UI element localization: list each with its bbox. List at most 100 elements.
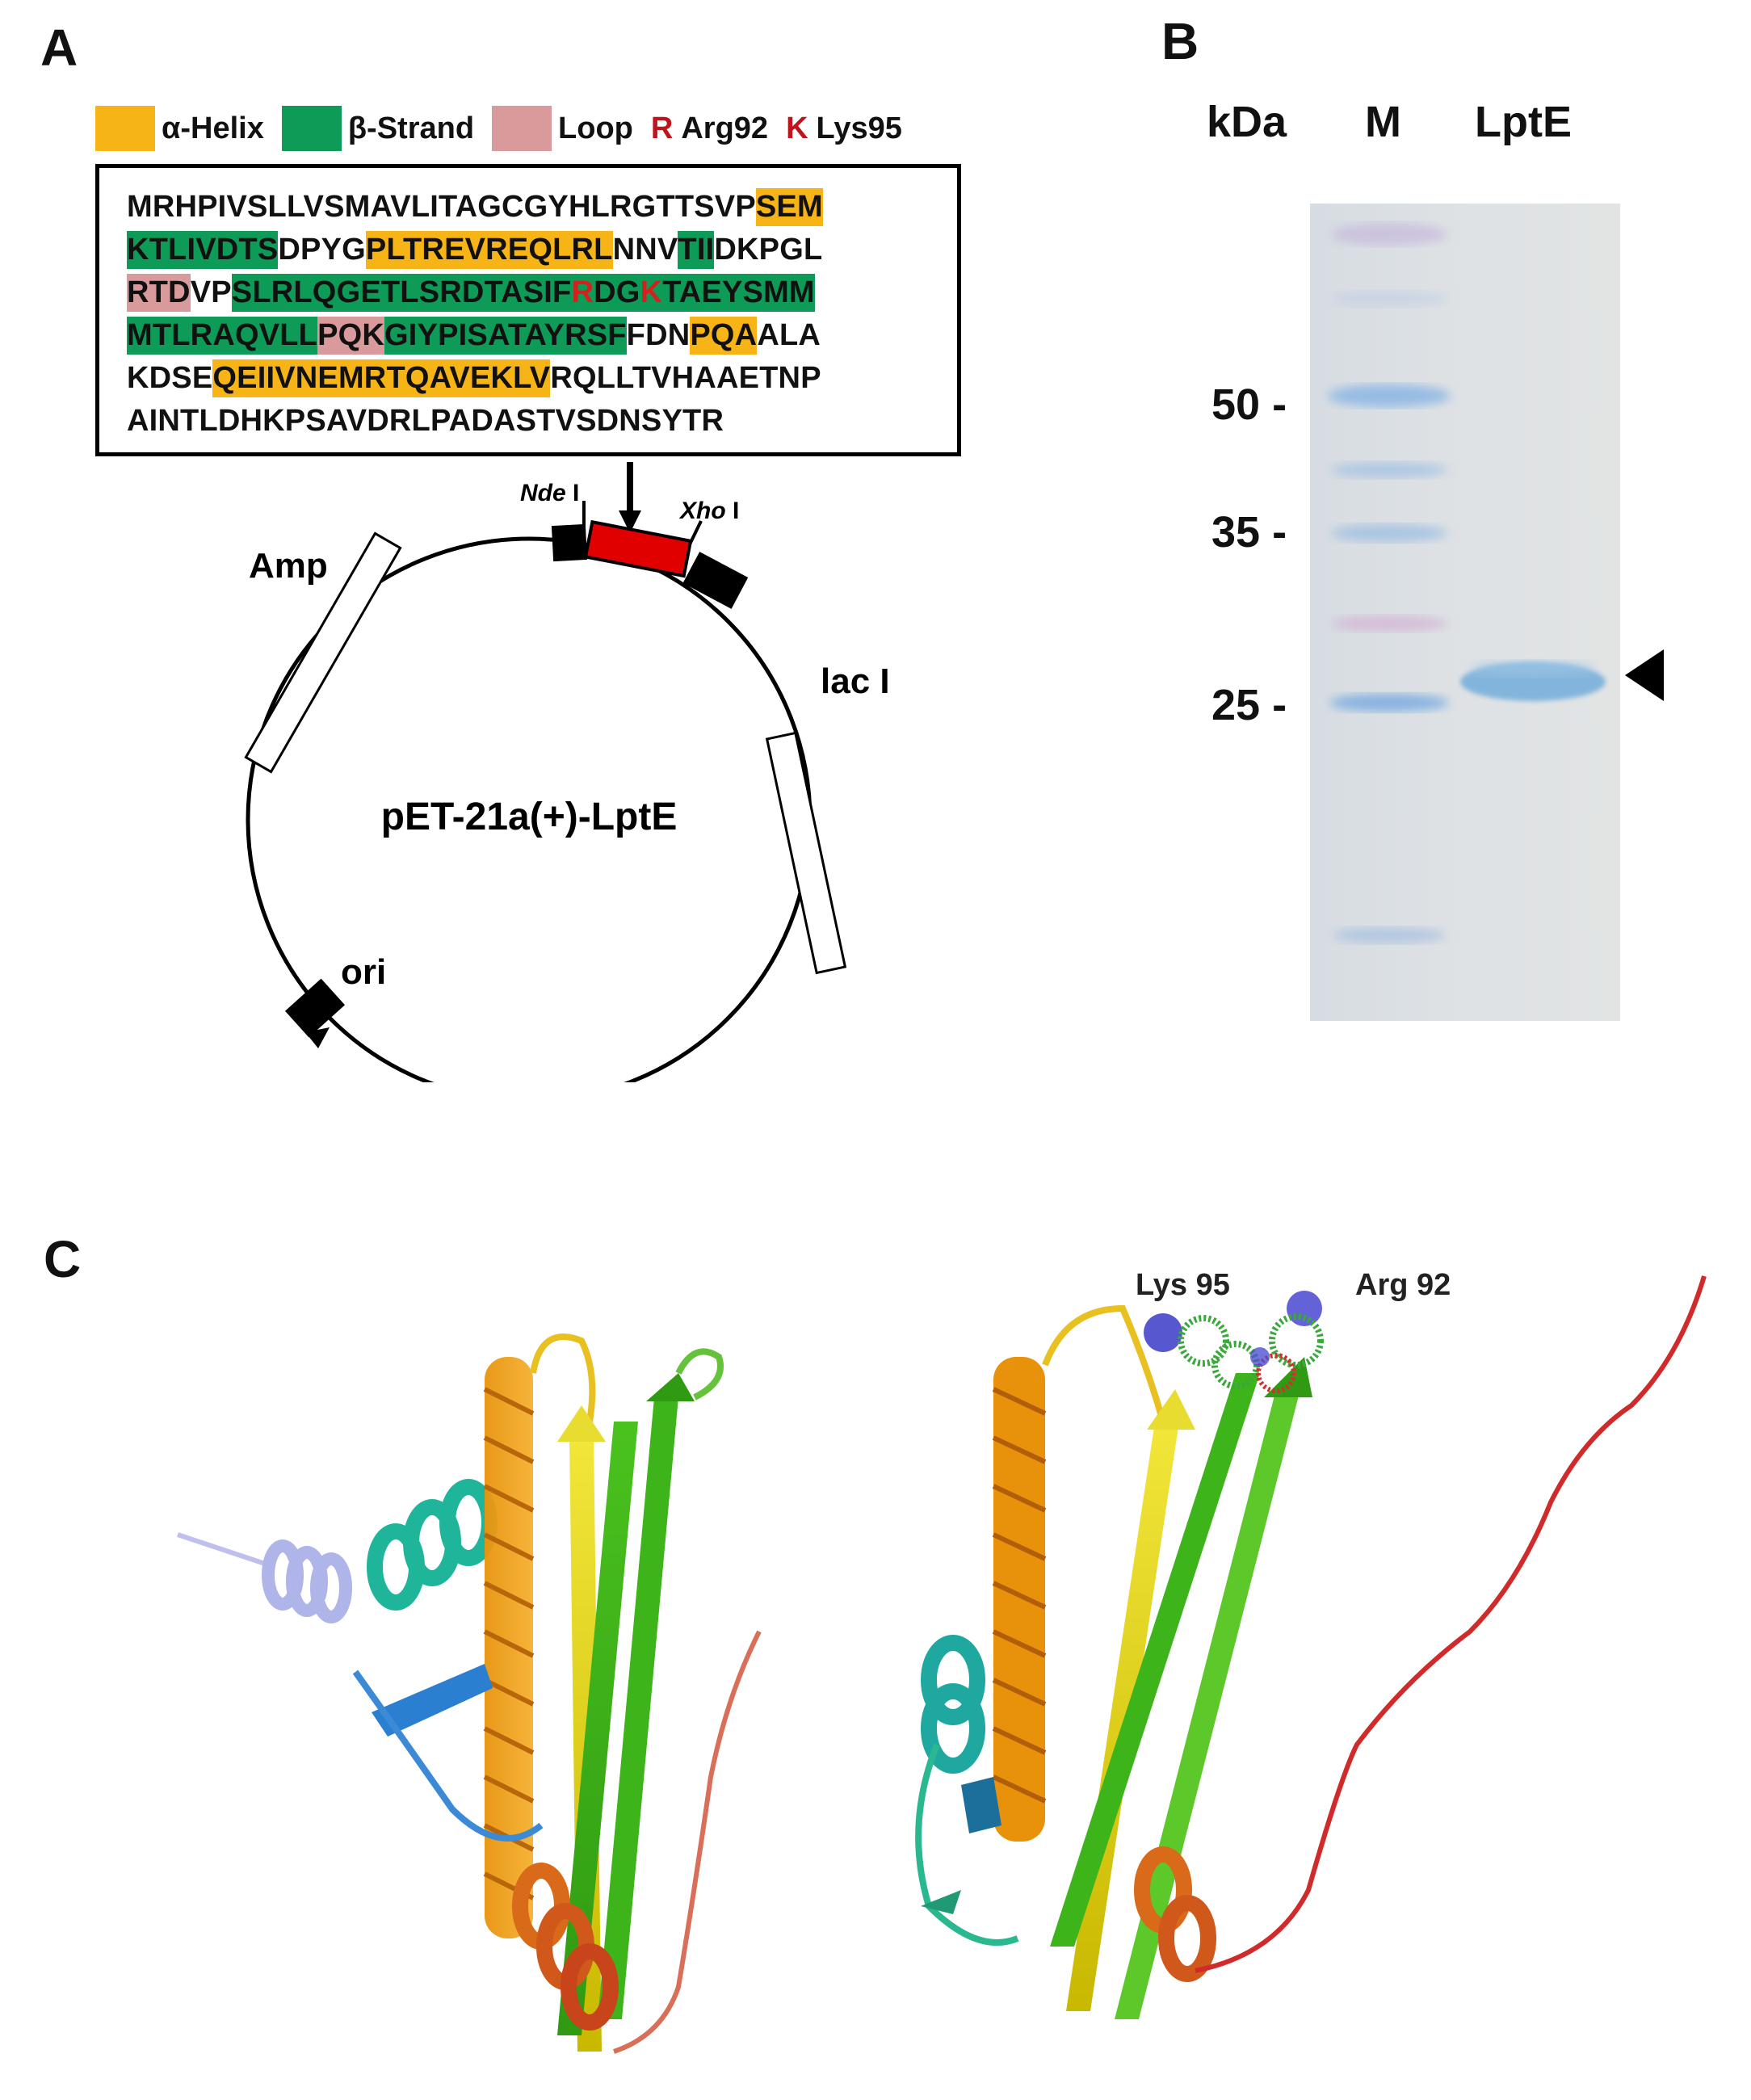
orange-helix (483, 1357, 535, 1938)
insert-arrow-head (619, 510, 641, 533)
sequence-segment: PQA (690, 317, 758, 355)
marker-band-bottom (1333, 927, 1446, 943)
teal-helix-side (921, 1635, 985, 1774)
marker-band-pink (1331, 615, 1447, 632)
nde-label: Nde I (520, 480, 579, 506)
panel-label-a: A (40, 19, 78, 77)
sequence-segment: MRHPIVSLLVSMAVLITAGCGYHLRGTTSVP (127, 190, 756, 224)
lpte-structure-front (177, 1334, 762, 2054)
marker-band (1331, 291, 1447, 307)
sequence-segment: GIYPISATAYRSF (384, 317, 627, 355)
small-strand-side (921, 1890, 961, 1914)
yellow-strand-arrow-side (1147, 1389, 1195, 1430)
yellow-strand-arrow (557, 1405, 606, 1442)
ori-arrow (305, 1027, 330, 1048)
sequence-segment: KDSE (127, 361, 213, 395)
panel-label-b: B (1161, 12, 1199, 70)
sequence-segment: DKPGL (714, 233, 823, 267)
arg92-oxygen-sphere (1256, 1353, 1296, 1393)
marker-label-50: 50 - (1211, 380, 1287, 429)
ori-block (284, 978, 346, 1038)
strand-legend-label: β-Strand (347, 111, 475, 145)
helix-legend-label: α-Helix (162, 111, 264, 145)
sequence-segment: KTLIVDTS (127, 231, 279, 269)
panel-label-c: C (44, 1230, 82, 1288)
sequence-segment: DG (594, 274, 640, 312)
marker-label-35: 35 - (1211, 508, 1287, 556)
arg-legend-label: Arg92 (681, 111, 769, 145)
laci-gene (765, 731, 847, 975)
lys95-carbon-sphere (1178, 1315, 1229, 1367)
marker-band (1329, 694, 1449, 712)
sequence-segment: SLRLQGETLSRDTASIF (231, 274, 572, 312)
sequence-segment: K (640, 274, 663, 312)
xho-label: Xho I (678, 498, 739, 524)
teal-helix (367, 1479, 498, 1611)
green-strand-side-1 (1050, 1373, 1260, 1947)
blue-strand (372, 1664, 493, 1737)
sequence-line: RTDVPSLRLQGETLSRDTASIFRDGKTAEYSMM (127, 271, 823, 314)
strand-swatch (281, 106, 342, 151)
marker-lane-header: M (1365, 98, 1401, 146)
teal-loop-side (915, 1743, 1019, 1946)
sequence-line: KDSEQEIIVNEMRTQAVEKLVRQLLTVHAAETNP (127, 357, 823, 400)
sequence-segment: RQLLTVHAAETNP (550, 361, 821, 395)
sequence-segment: VP (190, 275, 232, 309)
n-terminal-helix (177, 1532, 352, 1623)
sequence-segment: NNV (612, 233, 678, 267)
sequence-segment: PLTREVREQLRL (365, 231, 613, 269)
orange-helix-side (992, 1357, 1047, 1842)
green-strand-arrow (646, 1373, 695, 1401)
sequence-segment: ALA (757, 318, 821, 352)
helix-swatch (95, 106, 155, 151)
arg92-carbon-sphere (1269, 1313, 1324, 1368)
ori-label: ori (341, 952, 386, 992)
green-loop (675, 1348, 724, 1401)
sequence-line: KTLIVDTSDPYGPLTREVREQLRLNNVTIIDKPGL (127, 229, 823, 271)
lys95-nitrogen-sphere (1144, 1313, 1182, 1352)
sequence-segment: SEM (755, 188, 823, 226)
sequence-segment: AINTLDHKPSAVDRLPADASTVSDNSYTR (127, 404, 724, 438)
blue-loop (352, 1670, 544, 1842)
plasmid-map: Amp lac I ori pET-21a(+)-LptE Nde I Xho … (244, 462, 890, 1082)
sequence-segment: R (571, 274, 594, 312)
c-terminal-tail-side (1195, 1275, 1707, 1973)
green-strand-2 (598, 1397, 678, 2019)
top-loop (530, 1334, 596, 1422)
marker-band-top (1331, 223, 1447, 246)
sequence-segment: FDN (626, 318, 691, 352)
arg-letter: R (650, 111, 674, 145)
lpte-band-arrowhead (1625, 649, 1664, 701)
laci-label: lac I (821, 662, 890, 701)
plasmid-name: pET-21a(+)-LptE (381, 796, 678, 838)
sequence-segment: MTLRAQVLL (127, 317, 318, 355)
c-terminal-tail (613, 1630, 762, 2054)
amp-gene (244, 531, 402, 774)
lpte-structure-side (915, 1275, 1707, 2019)
top-loop-side (1042, 1304, 1166, 1423)
amp-label: Amp (249, 546, 328, 586)
arg92-structure-label: Arg 92 (1355, 1268, 1451, 1302)
secondary-structure-legend: α-Helix β-Strand Loop R Arg92 K Lys95 (95, 103, 902, 153)
loop-legend-label: Loop (558, 111, 633, 145)
residue-sphere (1250, 1347, 1270, 1367)
marker-label-25: 25 - (1211, 681, 1287, 729)
nde-block (551, 523, 588, 562)
loop-swatch (492, 106, 552, 151)
lpte-band-halo (1470, 661, 1596, 677)
kda-header: kDa (1207, 98, 1287, 146)
sequence-segment: DPYG (278, 233, 366, 267)
lys-legend-label: Lys95 (816, 111, 902, 145)
marker-band-35 (1331, 524, 1447, 542)
sequence-line: MRHPIVSLLVSMAVLITAGCGYHLRGTTSVPSEM (127, 186, 823, 229)
sequence-line: MTLRAQVLLPQKGIYPISATAYRSFFDNPQAALA (127, 314, 823, 357)
marker-band-50 (1328, 384, 1451, 407)
c-terminal-helix-side (1134, 1846, 1216, 1982)
residue-spheres (1144, 1291, 1324, 1393)
sequence-segment: PQK (317, 317, 385, 355)
sequence-segment: TII (678, 231, 715, 269)
sequence-line: AINTLDHKPSAVDRLPADASTVSDNSYTR (127, 400, 823, 443)
lys95-structure-label: Lys 95 (1136, 1268, 1230, 1302)
xho-block (682, 552, 749, 609)
